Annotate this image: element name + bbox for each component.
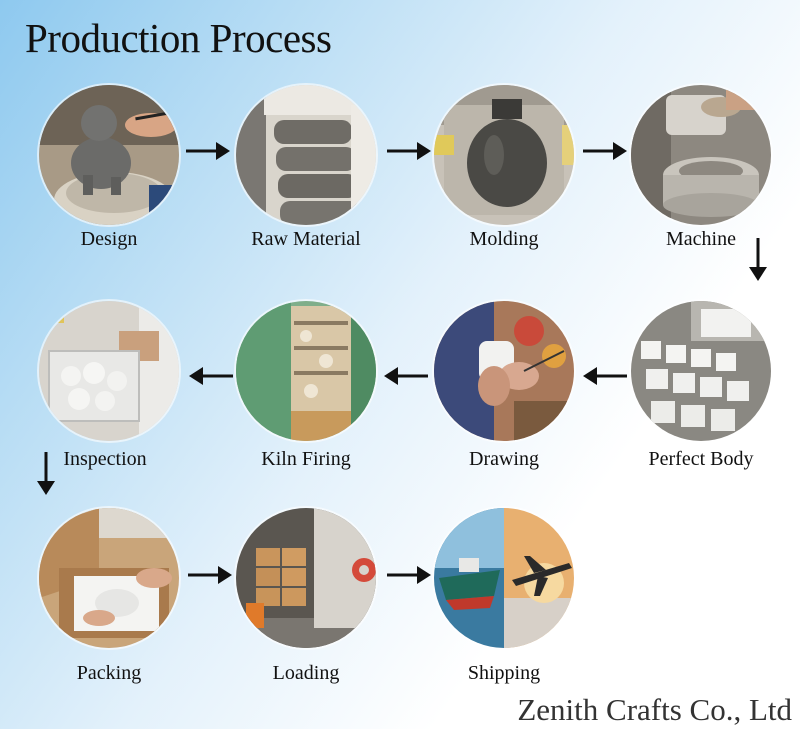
arrow-right-icon xyxy=(583,140,628,162)
step-label-machine: Machine xyxy=(666,228,736,250)
arrow-left-icon xyxy=(384,365,429,387)
company-name: Zenith Crafts Co., Ltd xyxy=(517,692,792,727)
shipping-photo xyxy=(434,508,574,648)
step-label-inspection: Inspection xyxy=(63,448,147,470)
arrow-down-icon xyxy=(35,452,57,496)
drawing-photo xyxy=(434,301,574,441)
molding-photo xyxy=(434,85,574,225)
step-label-kiln-firing: Kiln Firing xyxy=(261,448,351,470)
arrow-right-icon xyxy=(387,564,432,586)
packing-photo xyxy=(39,508,179,648)
raw-material-photo xyxy=(236,85,376,225)
machine-photo xyxy=(631,85,771,225)
arrow-right-icon xyxy=(387,140,432,162)
arrow-down-icon xyxy=(747,238,769,282)
perfect-body-photo xyxy=(631,301,771,441)
arrow-left-icon xyxy=(583,365,628,387)
kiln-firing-photo xyxy=(236,301,376,441)
step-label-loading: Loading xyxy=(272,662,340,684)
loading-photo xyxy=(236,508,376,648)
arrow-right-icon xyxy=(188,564,233,586)
step-label-design: Design xyxy=(80,228,138,250)
arrow-left-icon xyxy=(189,365,234,387)
step-label-molding: Molding xyxy=(469,228,539,250)
step-label-drawing: Drawing xyxy=(469,448,539,470)
inspection-photo xyxy=(39,301,179,441)
step-label-perfect-body: Perfect Body xyxy=(648,448,754,470)
step-label-packing: Packing xyxy=(76,662,142,684)
arrow-right-icon xyxy=(186,140,231,162)
design-photo xyxy=(39,85,179,225)
step-label-shipping: Shipping xyxy=(467,662,541,684)
page-title: Production Process xyxy=(25,15,332,61)
step-label-raw-material: Raw Material xyxy=(251,228,361,250)
